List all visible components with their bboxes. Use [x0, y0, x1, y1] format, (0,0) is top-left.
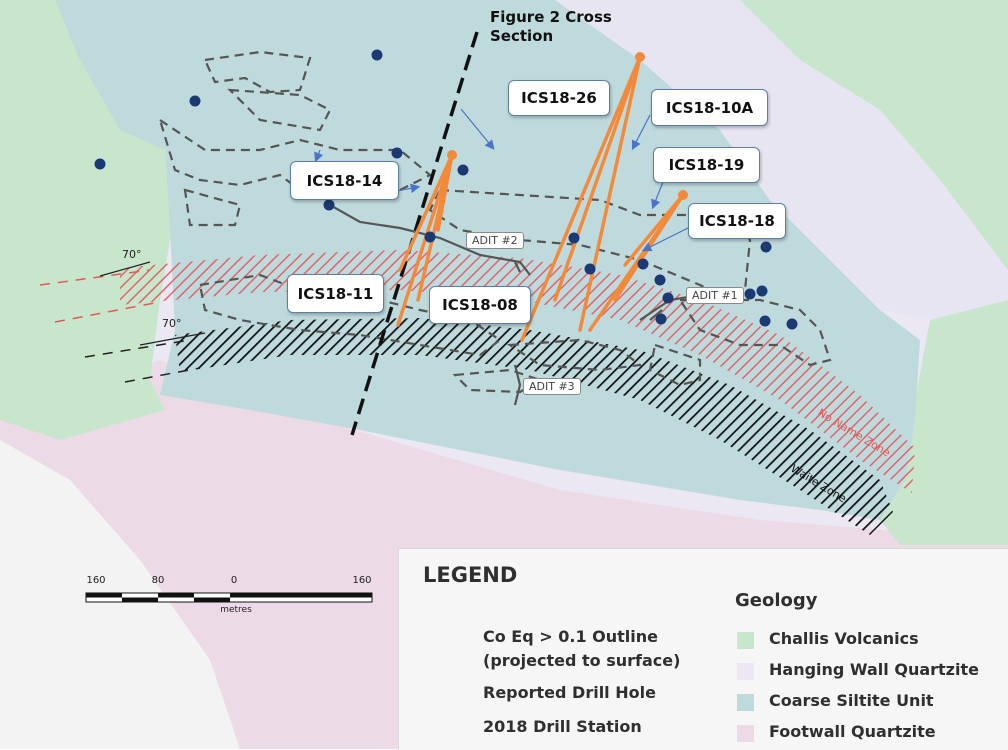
challis-volcanics-swatch — [737, 632, 754, 649]
dip-tick — [99, 261, 151, 277]
outline-legend-line2: (projected to surface) — [483, 651, 681, 670]
dip-projection-line — [124, 367, 201, 383]
dip-angle-label: 70° — [162, 317, 182, 330]
drill-hole-collar — [447, 150, 457, 160]
geology-title: Geology — [735, 590, 818, 611]
callout-ics18-26[interactable]: ICS18-26 — [508, 80, 610, 116]
legend-title: LEGEND — [423, 563, 518, 587]
footwall-quartzite-swatch — [737, 725, 754, 742]
coarse-siltite-label: Coarse Siltite Unit — [769, 691, 934, 710]
cross-section-line — [350, 31, 479, 436]
no-name-zone-band — [120, 250, 915, 493]
drill-hole-collar — [678, 190, 688, 200]
dip-angle-label: 70° — [122, 248, 142, 261]
cross-section-label: Figure 2 Cross Section — [490, 8, 612, 45]
challis-volcanics-area-west — [0, 0, 175, 440]
drill-hole-legend-label: Reported Drill Hole — [483, 683, 656, 702]
scale-bar-graphic — [85, 592, 373, 603]
hanging-wall-quartzite-swatch — [737, 663, 754, 680]
hanging-wall-quartzite-label: Hanging Wall Quartzite — [769, 660, 979, 679]
drill-hole-collar — [635, 52, 645, 62]
callout-ics18-14[interactable]: ICS18-14 — [290, 161, 399, 200]
scale-tick-label: 160 — [86, 575, 106, 586]
challis-volcanics-area-northeast — [740, 0, 1008, 270]
drill-station-legend-label: 2018 Drill Station — [483, 717, 642, 736]
callout-ics18-19[interactable]: ICS18-19 — [653, 147, 760, 183]
coarse-siltite-swatch — [737, 694, 754, 711]
callout-ics18-18[interactable]: ICS18-18 — [688, 203, 786, 239]
adit-1-label: ADIT #1 — [686, 287, 744, 304]
outline-legend-line1: Co Eq > 0.1 Outline — [483, 627, 658, 646]
callout-ics18-08[interactable]: ICS18-08 — [429, 286, 531, 324]
challis-volcanics-label: Challis Volcanics — [769, 629, 919, 648]
outline-legend-label: Co Eq > 0.1 Outline (projected to surfac… — [483, 625, 680, 673]
scale-tick-label: 160 — [352, 575, 372, 586]
scale-unit-label: metres — [220, 605, 252, 615]
footwall-quartzite-label: Footwall Quartzite — [769, 722, 936, 741]
adit-2-label: ADIT #2 — [466, 232, 524, 249]
callout-ics18-11[interactable]: ICS18-11 — [287, 274, 384, 313]
scale-tick-label: 0 — [230, 575, 238, 586]
scale-tick-label: 80 — [151, 575, 165, 586]
scale-bar: 160 80 0 160 metres — [86, 575, 386, 625]
drill-hole-traces — [396, 55, 685, 342]
adit-3-label: ADIT #3 — [523, 378, 581, 395]
dip-projection-line — [39, 269, 151, 286]
callout-ics18-10a[interactable]: ICS18-10A — [651, 89, 768, 126]
legend-panel: LEGEND Co Eq > 0.1 Outline (projected to… — [398, 548, 1008, 750]
dip-tick — [139, 332, 206, 346]
